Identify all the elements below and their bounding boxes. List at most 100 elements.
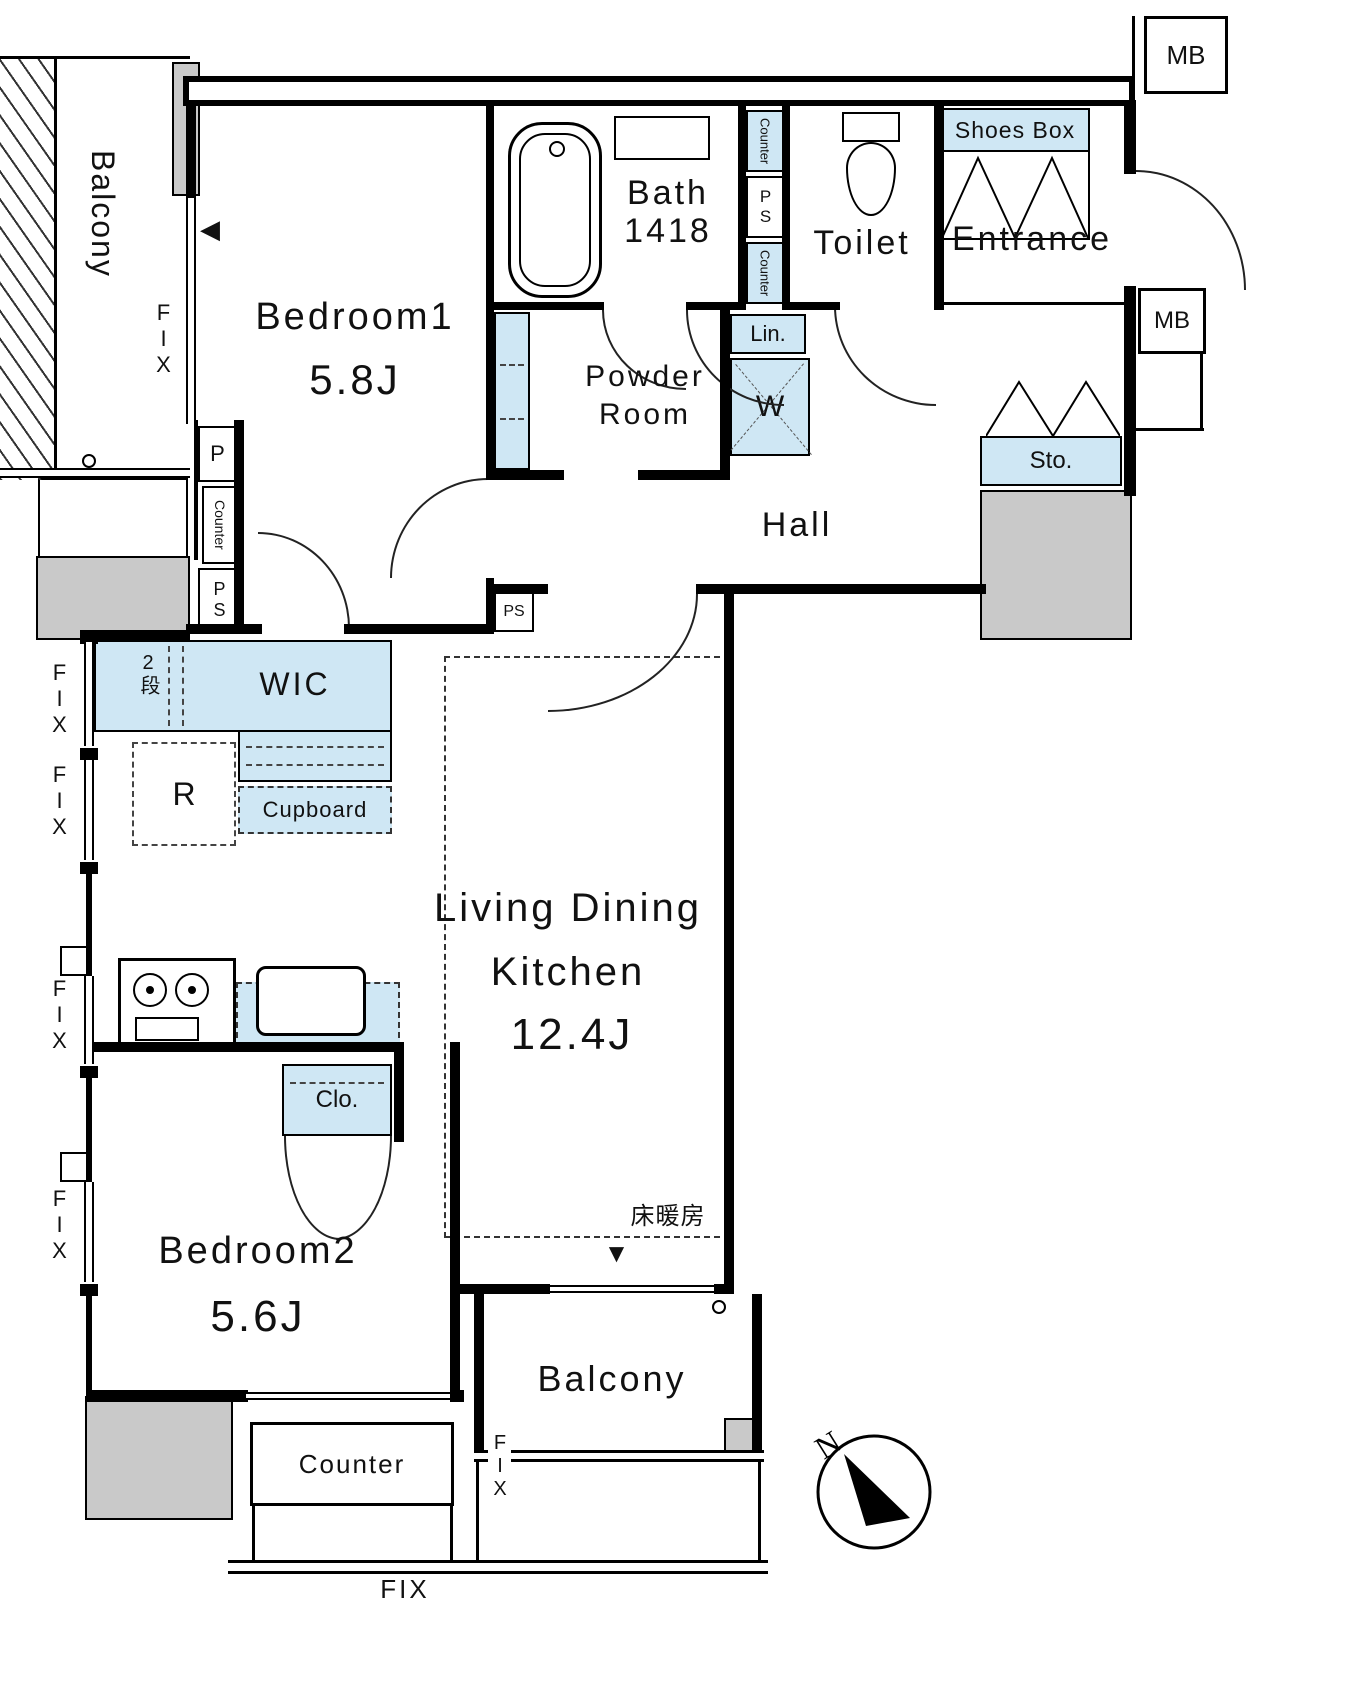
pillar-left-mid xyxy=(36,556,190,640)
door-handle-icon xyxy=(712,1300,726,1314)
fix-window xyxy=(84,760,94,860)
wall-segment xyxy=(758,1462,761,1562)
wall-joint xyxy=(60,1152,88,1182)
wall-segment xyxy=(88,630,190,640)
pillar-right-mid xyxy=(980,490,1132,640)
mb-top-label: MB xyxy=(1166,39,1206,70)
wall-segment xyxy=(183,76,1135,106)
counter-upper-label: Counter xyxy=(757,117,773,165)
wall-segment xyxy=(394,1042,404,1142)
wall-segment xyxy=(86,874,92,976)
site-boundary xyxy=(228,1560,768,1574)
wall-segment xyxy=(450,1506,453,1562)
powder-label-1: Powder xyxy=(585,360,705,393)
wall-segment xyxy=(1134,428,1204,431)
wall-segment xyxy=(686,302,742,310)
wall-segment xyxy=(492,302,604,310)
powder-label-2: Room xyxy=(598,398,692,431)
cupboard-box: Cupboard xyxy=(238,786,392,834)
bedroom1-label: Bedroom1 xyxy=(255,296,455,338)
ldk-floor-heating-outline xyxy=(444,656,730,1238)
fix-label-bottom: FIX xyxy=(380,1574,430,1604)
wall-segment xyxy=(696,584,986,594)
balcony-top-label: Balcony xyxy=(85,150,121,278)
fix-window xyxy=(84,1182,94,1282)
bath-label: Bath xyxy=(627,174,709,212)
door-arc xyxy=(258,532,350,628)
north-needle-icon xyxy=(844,1454,910,1526)
wic-area xyxy=(94,640,392,732)
wall-segment xyxy=(86,1296,92,1392)
toilet-bowl-icon xyxy=(846,142,896,216)
hall-label: Hall xyxy=(761,506,833,544)
door-arc xyxy=(284,1136,340,1240)
balcony-rail xyxy=(474,1450,764,1462)
bathtub-icon xyxy=(508,122,602,298)
wall-segment xyxy=(186,624,262,634)
balcony-edge xyxy=(54,58,57,480)
bedroom2-size: 5.6J xyxy=(210,1292,306,1341)
stove-icon xyxy=(118,958,236,1052)
wall-segment xyxy=(738,106,746,310)
fix-label-left-1: FIX xyxy=(47,660,72,738)
mb-right-label: MB xyxy=(1154,307,1190,334)
wall-segment xyxy=(714,1284,734,1294)
counter-bottom-box: Counter xyxy=(250,1422,454,1506)
wall-segment xyxy=(80,1284,98,1296)
wall-segment xyxy=(80,862,98,874)
bath-size: 1418 xyxy=(624,212,712,250)
ps-bath-box: PS xyxy=(746,176,784,238)
north-compass: N xyxy=(808,1423,932,1550)
wic-dash-line xyxy=(182,646,184,726)
wic-note: 2段 xyxy=(137,652,159,696)
fix-window xyxy=(84,642,94,746)
ps-hall-label: PS xyxy=(503,603,525,620)
wic-dash-line xyxy=(168,646,170,726)
wall-segment xyxy=(724,584,734,1294)
wall-segment xyxy=(1200,354,1203,430)
mb-top-box: MB xyxy=(1144,16,1228,94)
counter-left-label: Counter xyxy=(212,500,228,550)
wall-segment xyxy=(234,420,244,632)
wall-joint xyxy=(60,946,88,976)
fix-window xyxy=(84,976,94,1064)
ps-left-label: PS xyxy=(209,579,230,621)
wall-segment xyxy=(186,100,196,200)
pipe-label: P xyxy=(210,441,228,466)
balcony-rail xyxy=(0,468,190,478)
toilet-label: Toilet xyxy=(813,224,911,262)
counter-left-box: Counter xyxy=(202,486,238,564)
door-handle-icon xyxy=(82,454,96,468)
wic-label: WIC xyxy=(259,666,331,702)
counter-upper-box: Counter xyxy=(746,110,784,172)
wall-segment xyxy=(934,106,944,310)
door-arc xyxy=(390,478,488,578)
bedroom2-label: Bedroom2 xyxy=(158,1230,358,1272)
closet-box: Clo. xyxy=(282,1064,392,1136)
counter-lower-label: Counter xyxy=(757,249,773,297)
wall-segment xyxy=(782,302,840,310)
powder-cabinet xyxy=(494,312,530,470)
wall-segment xyxy=(486,106,494,480)
wall-segment xyxy=(476,1462,479,1562)
balcony-hatch xyxy=(0,58,54,480)
wall-segment xyxy=(492,470,564,480)
wall-segment xyxy=(344,624,494,634)
wall-segment xyxy=(86,1078,92,1182)
wall-segment xyxy=(1124,100,1136,174)
bath-counter-icon xyxy=(614,116,710,160)
closet-label: Clo. xyxy=(315,1086,359,1113)
storage-label: Sto. xyxy=(1029,447,1073,474)
entrance-door-arc xyxy=(1136,170,1246,290)
wall-segment xyxy=(474,1294,484,1460)
ps-hall-box: PS xyxy=(494,592,534,632)
fix-label-balcony: FIX xyxy=(488,1432,511,1501)
shoes-box: Shoes Box xyxy=(940,108,1090,152)
entrance-label: Entrance xyxy=(951,220,1113,258)
wall-segment xyxy=(486,578,494,634)
wall-segment xyxy=(450,1042,460,1402)
pipe-box: P xyxy=(198,426,240,482)
wall-segment xyxy=(450,1284,550,1294)
cupboard-label: Cupboard xyxy=(262,797,368,822)
